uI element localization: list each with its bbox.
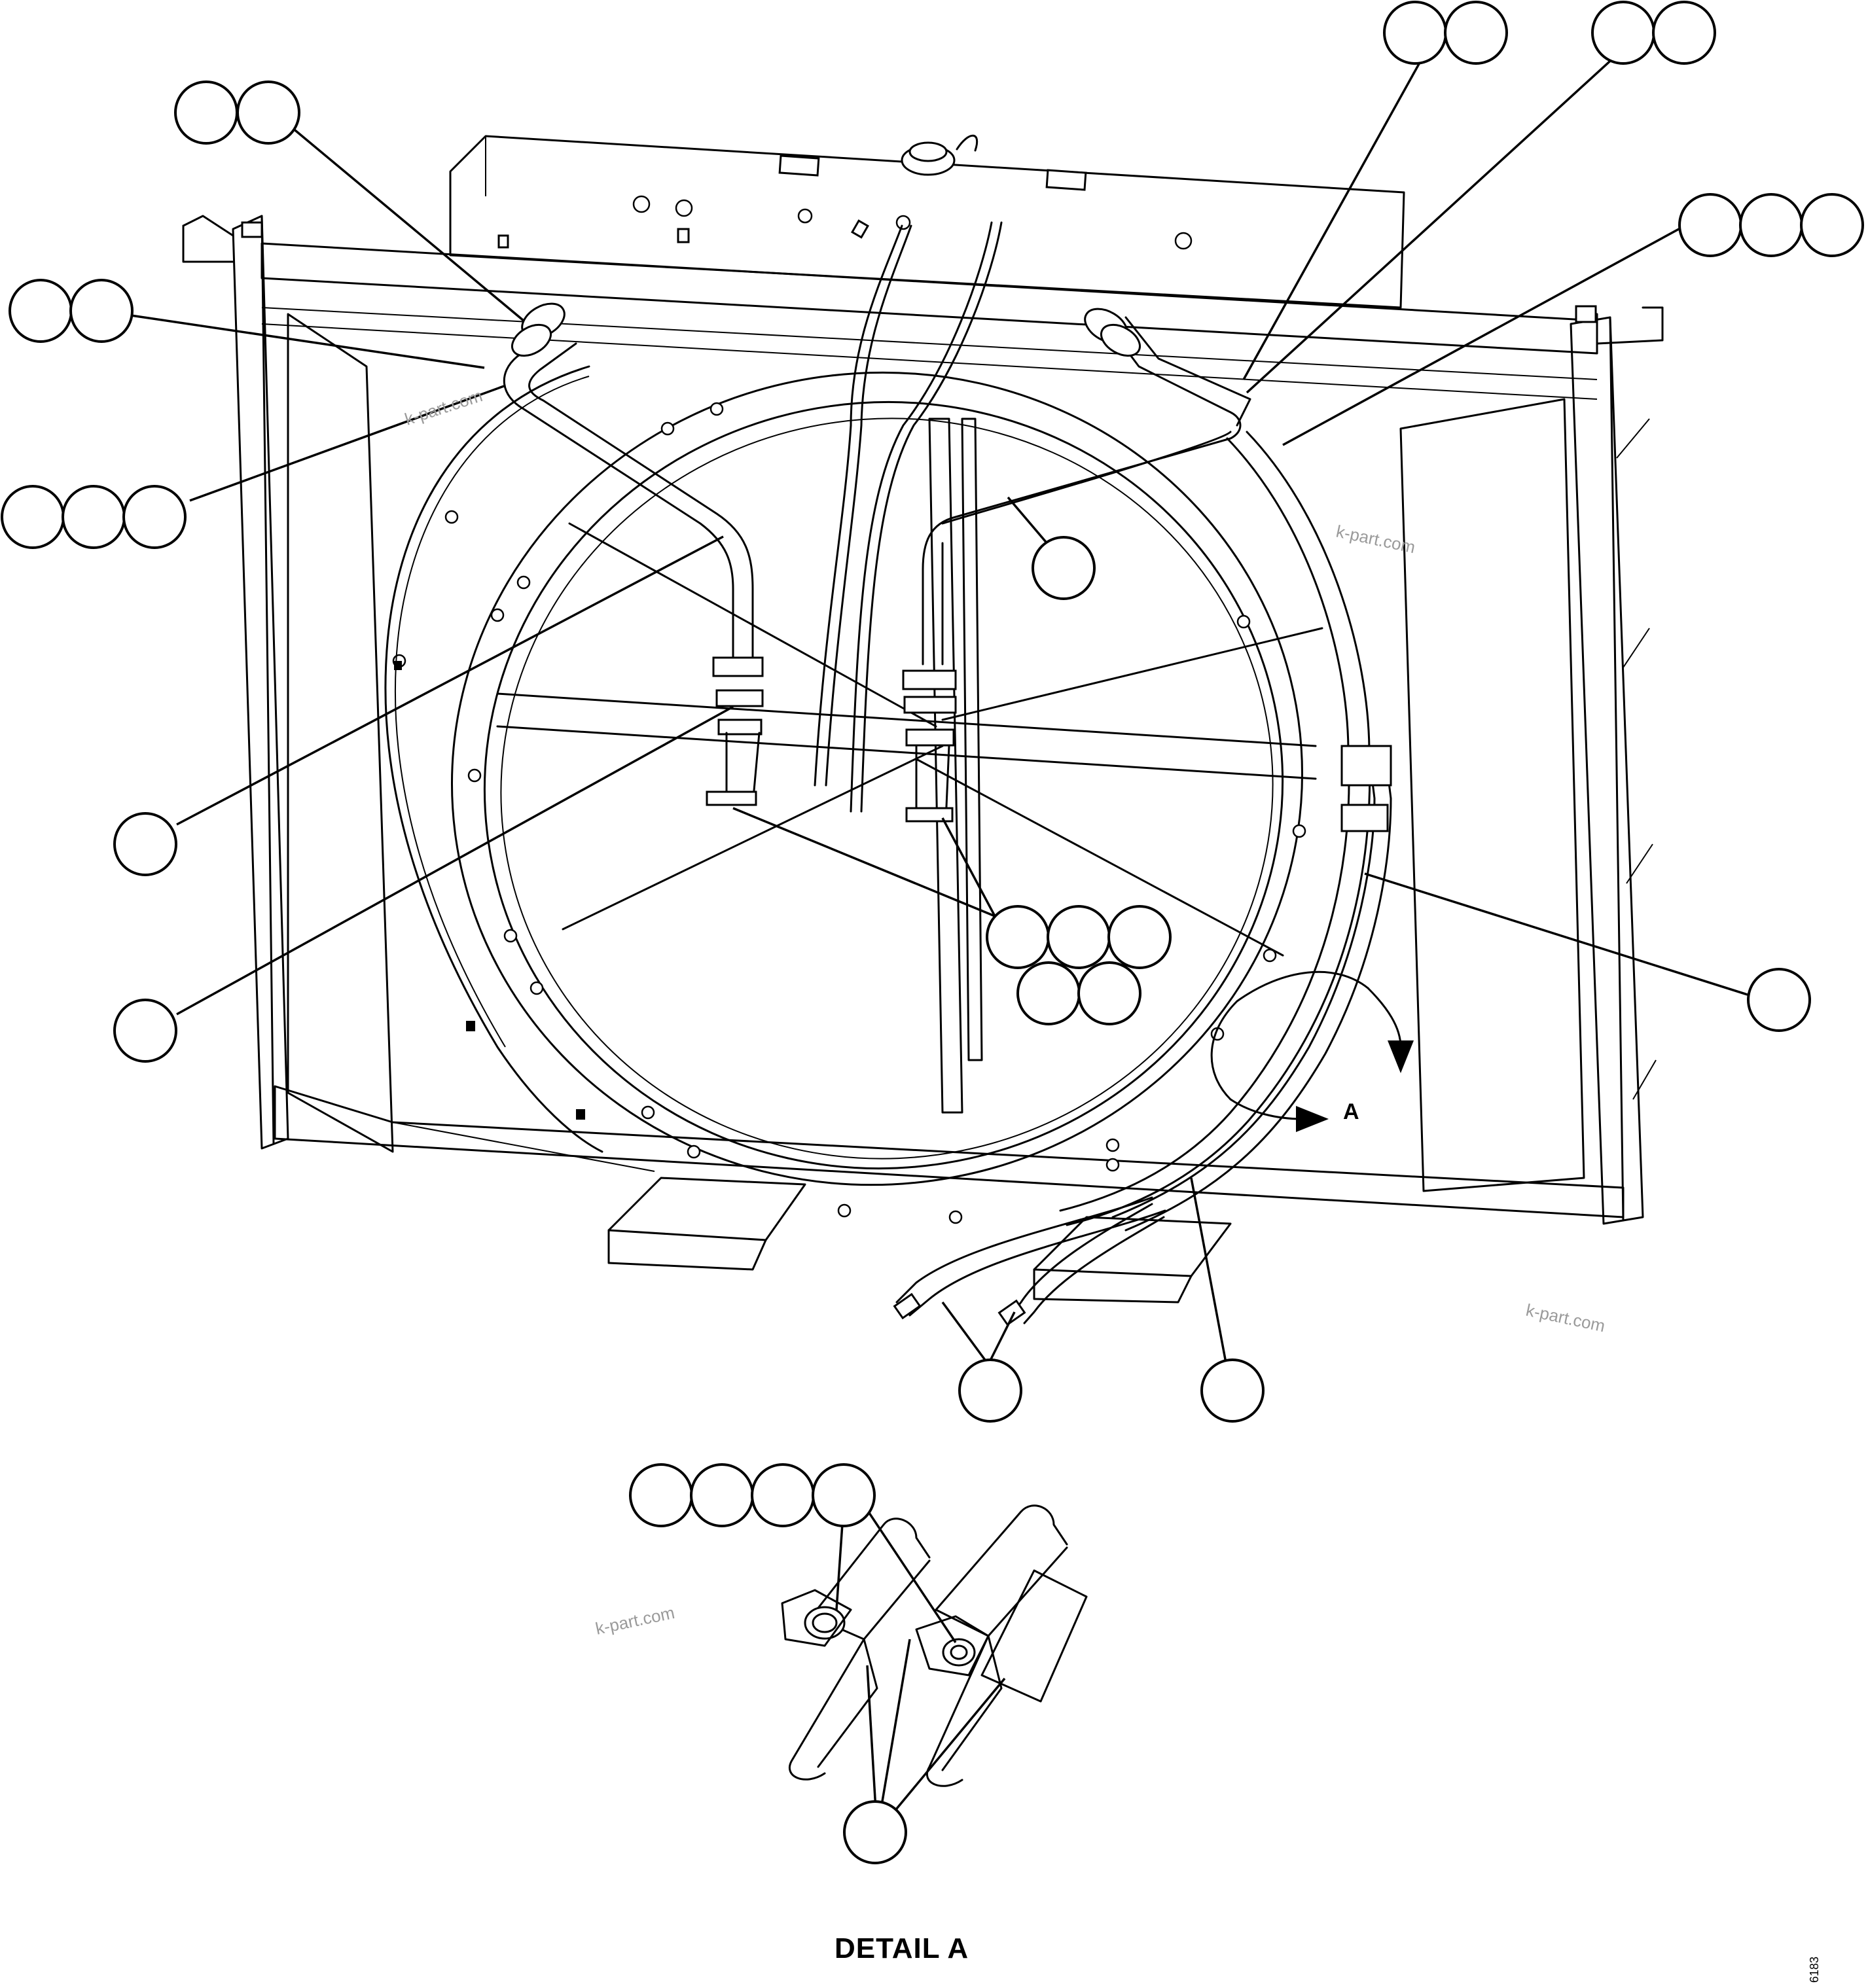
callout-balloon[interactable] (236, 80, 300, 145)
watermark: k-part.com (403, 385, 485, 429)
callout-balloon[interactable] (1747, 968, 1811, 1032)
callout-balloon[interactable] (113, 812, 177, 876)
callout-group-left-pair (9, 279, 134, 343)
callout-balloon[interactable] (113, 999, 177, 1063)
callout-group-left-single-upper (113, 812, 177, 876)
callout-balloon[interactable] (9, 279, 73, 343)
callout-group-left-triple (1, 485, 187, 549)
callout-balloon[interactable] (690, 1463, 754, 1527)
callout-balloon[interactable] (1383, 1, 1447, 65)
callout-group-top-right-pair-b (1591, 1, 1716, 65)
callout-group-center-cluster (986, 905, 1172, 1025)
watermark: k-part.com (1524, 1300, 1607, 1336)
callout-balloon[interactable] (1678, 193, 1742, 257)
callout-balloon[interactable] (1, 485, 65, 549)
watermark: k-part.com (594, 1603, 676, 1639)
callout-balloon[interactable] (174, 80, 238, 145)
callout-group-bottom-single-right (1200, 1358, 1265, 1423)
callout-group-detail-quad (629, 1463, 876, 1527)
side-and-lower-hoses (893, 431, 1392, 1326)
callout-balloon[interactable] (1032, 536, 1096, 600)
callout-balloon[interactable] (122, 485, 187, 549)
drawing-number: 6183 (1808, 1957, 1821, 1983)
upper-hoses (503, 221, 1251, 823)
callout-balloon[interactable] (843, 1800, 907, 1864)
callout-group-center-single (1032, 536, 1096, 600)
view-marker-letter: A (1343, 1099, 1359, 1124)
callout-balloon[interactable] (1077, 961, 1141, 1025)
callout-balloon[interactable] (1107, 905, 1172, 969)
callout-balloon[interactable] (1200, 1358, 1265, 1423)
callout-group-right-single (1747, 968, 1811, 1032)
callout-group-right-triple (1678, 193, 1864, 257)
detail-title: DETAIL A (835, 1932, 969, 1964)
callout-balloon[interactable] (62, 485, 126, 549)
watermark: k-part.com (1335, 522, 1417, 558)
callout-balloon[interactable] (69, 279, 134, 343)
callout-balloon[interactable] (1800, 193, 1864, 257)
callout-balloon[interactable] (986, 905, 1050, 969)
callout-balloon[interactable] (812, 1463, 876, 1527)
callout-balloon[interactable] (1016, 961, 1081, 1025)
callout-balloon[interactable] (629, 1463, 693, 1527)
callout-balloon[interactable] (751, 1463, 815, 1527)
callout-balloon[interactable] (958, 1358, 1022, 1423)
callout-balloon[interactable] (1652, 1, 1716, 65)
callout-balloon[interactable] (1591, 1, 1655, 65)
detail-a-reference: A (1210, 970, 1414, 1132)
callout-group-detail-single (843, 1800, 907, 1864)
callout-group-bottom-single-left (958, 1358, 1022, 1423)
callout-balloon[interactable] (1444, 1, 1508, 65)
callout-group-top-left-pair (174, 80, 300, 145)
leader-lines (130, 48, 1748, 1834)
callout-balloon[interactable] (1739, 193, 1803, 257)
detail-a-view (781, 1504, 1088, 1787)
radiator-frame-assembly (182, 134, 1664, 1304)
callout-group-top-right-pair-a (1383, 1, 1508, 65)
callout-balloon[interactable] (1047, 905, 1111, 969)
callout-group-left-single-lower (113, 999, 177, 1063)
